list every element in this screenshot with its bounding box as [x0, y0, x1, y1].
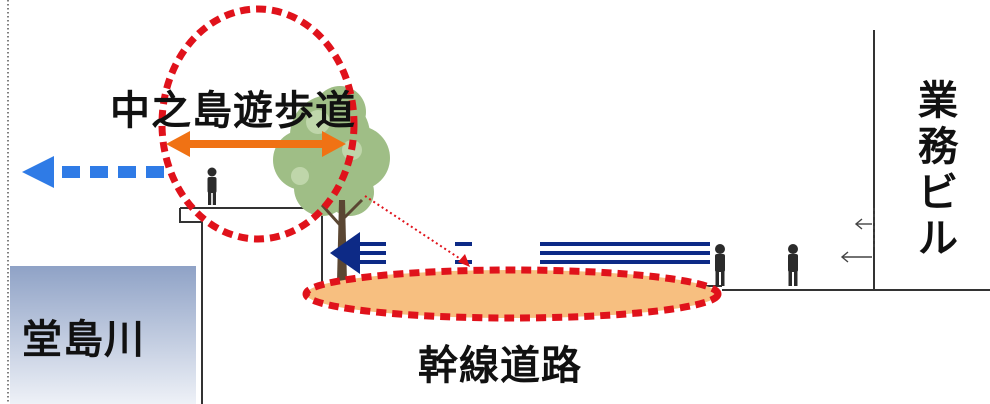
person-icon	[715, 244, 725, 286]
wind-arrows-icon	[840, 208, 875, 263]
person-icon	[207, 167, 217, 205]
river-water	[10, 266, 196, 404]
embankment-wall	[179, 208, 203, 404]
road-highlight-fill	[306, 270, 718, 318]
width-arrow	[166, 131, 346, 157]
traffic-arrow-head	[330, 232, 360, 274]
person-icon	[788, 244, 798, 286]
river-label: 堂島川	[22, 317, 145, 363]
promenade-label: 中之島遊歩道	[110, 88, 356, 134]
connector-arrow-head	[458, 254, 470, 267]
promenade-highlight-outline	[158, 5, 358, 243]
flow-arrow	[22, 156, 164, 188]
traffic-lanes	[360, 242, 710, 264]
road-highlight-outline	[302, 266, 722, 322]
office-building-label: 業務ビル	[918, 78, 958, 262]
road-label: 幹線道路	[418, 343, 582, 389]
